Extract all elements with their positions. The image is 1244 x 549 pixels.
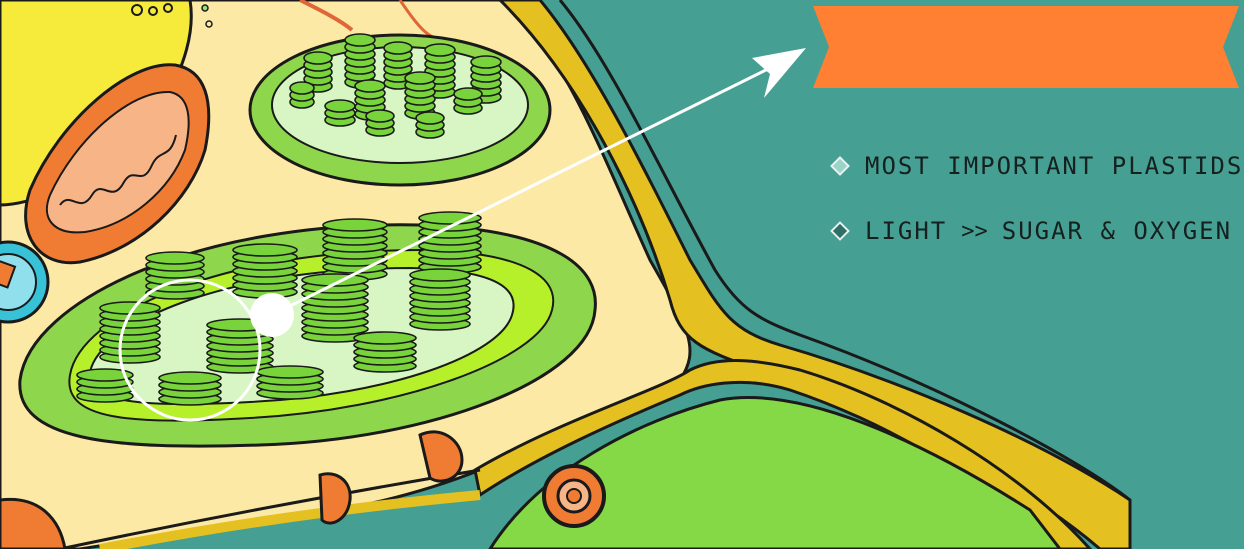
vesicle (148, 6, 158, 16)
vesicle (201, 4, 209, 12)
bullet-item: LIGHT >> SUGAR & OXYGEN (828, 215, 1243, 247)
vesicle (163, 3, 173, 13)
bullet-text-left: LIGHT (865, 217, 948, 245)
thylakoid-stack (409, 268, 471, 331)
thylakoid-stack (418, 211, 482, 274)
thylakoid-stack (303, 51, 333, 93)
thylakoid-stack (76, 368, 134, 403)
diamond-bullet-icon (830, 221, 850, 241)
cell-wall (59, 0, 1132, 549)
small-ring-organelle (542, 464, 606, 528)
chloroplast-upper (248, 33, 552, 187)
thylakoid-stack (415, 111, 445, 139)
highlight-ring (118, 278, 262, 422)
pointer-arrow-line (271, 56, 791, 317)
bullet-text-right: SUGAR & OXYGEN (1001, 217, 1233, 245)
thylakoid-stack (256, 365, 324, 400)
vesicle (205, 20, 213, 28)
pointer-arrowhead (752, 48, 806, 98)
filament (299, 0, 354, 32)
thylakoid-stack (353, 331, 417, 373)
double-chevron-separator: >> (961, 218, 988, 244)
thylakoid-stack (158, 371, 222, 406)
pointer-dot (250, 293, 294, 337)
thylakoid-stack (324, 99, 356, 127)
thylakoid-stack (232, 243, 298, 299)
thylakoid-stack (99, 301, 161, 364)
thylakoid-stack (365, 109, 395, 137)
bullet-text: MOST IMPORTANT PLASTIDS (865, 152, 1244, 180)
vesicle (131, 4, 143, 16)
plasmodesma (418, 430, 464, 483)
bullet-list: MOST IMPORTANT PLASTIDS LIGHT >> SUGAR &… (828, 150, 1243, 280)
mitochondrion (24, 63, 211, 265)
bullet-item: MOST IMPORTANT PLASTIDS (828, 150, 1243, 182)
thylakoid-stack (322, 218, 388, 281)
diamond-bullet-icon (830, 156, 850, 176)
small-organelle (0, 240, 50, 324)
thylakoid-stack (289, 81, 315, 109)
thylakoid-stack (344, 33, 376, 89)
title-banner (813, 6, 1239, 88)
chloroplast-main (18, 211, 597, 448)
thylakoid-stack (145, 251, 205, 300)
thylakoid-stack (453, 87, 483, 115)
plasmodesma (318, 472, 352, 525)
